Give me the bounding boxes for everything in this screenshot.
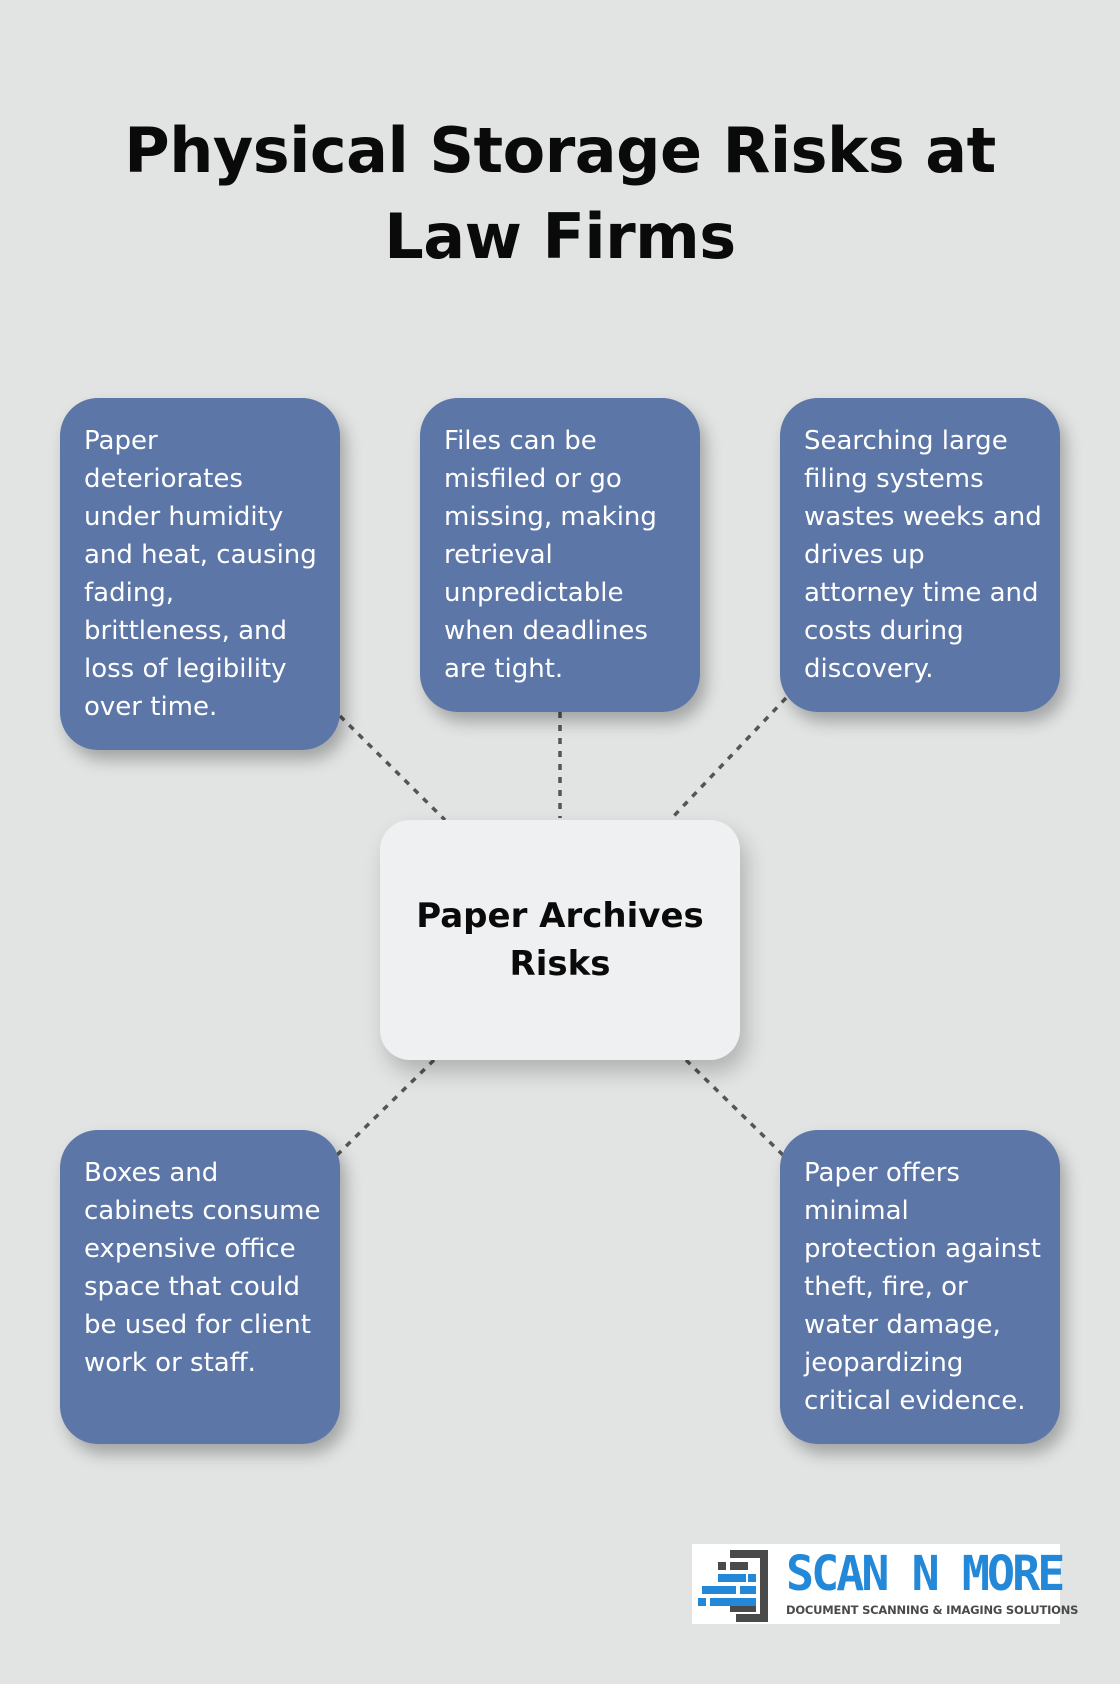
connector-line-5 <box>684 1058 786 1158</box>
connector-line-3 <box>668 696 788 822</box>
risk-card-misfiling: Files can be misfiled or go missing, mak… <box>420 398 700 712</box>
logo-name: SCAN N MORE <box>786 1546 1065 1602</box>
central-hub: Paper Archives Risks <box>380 820 740 1060</box>
scan-document-icon <box>698 1550 768 1622</box>
hub-label: Paper Archives Risks <box>416 896 704 984</box>
company-logo: SCAN N MORE DOCUMENT SCANNING & IMAGING … <box>692 1544 1078 1624</box>
connector-line-1 <box>338 714 447 822</box>
risk-card-deterioration: Paper deteriorates under humidity and he… <box>60 398 340 750</box>
connector-line-4 <box>334 1058 436 1158</box>
risk-card-office-space: Boxes and cabinets consume expensive off… <box>60 1130 340 1444</box>
risk-card-security: Paper offers minimal protection against … <box>780 1130 1060 1444</box>
logo-tagline: DOCUMENT SCANNING & IMAGING SOLUTIONS <box>786 1603 1079 1617</box>
page-title: Physical Storage Risks at Law Firms <box>124 114 996 273</box>
risk-card-search-time: Searching large filing systems wastes we… <box>780 398 1060 712</box>
